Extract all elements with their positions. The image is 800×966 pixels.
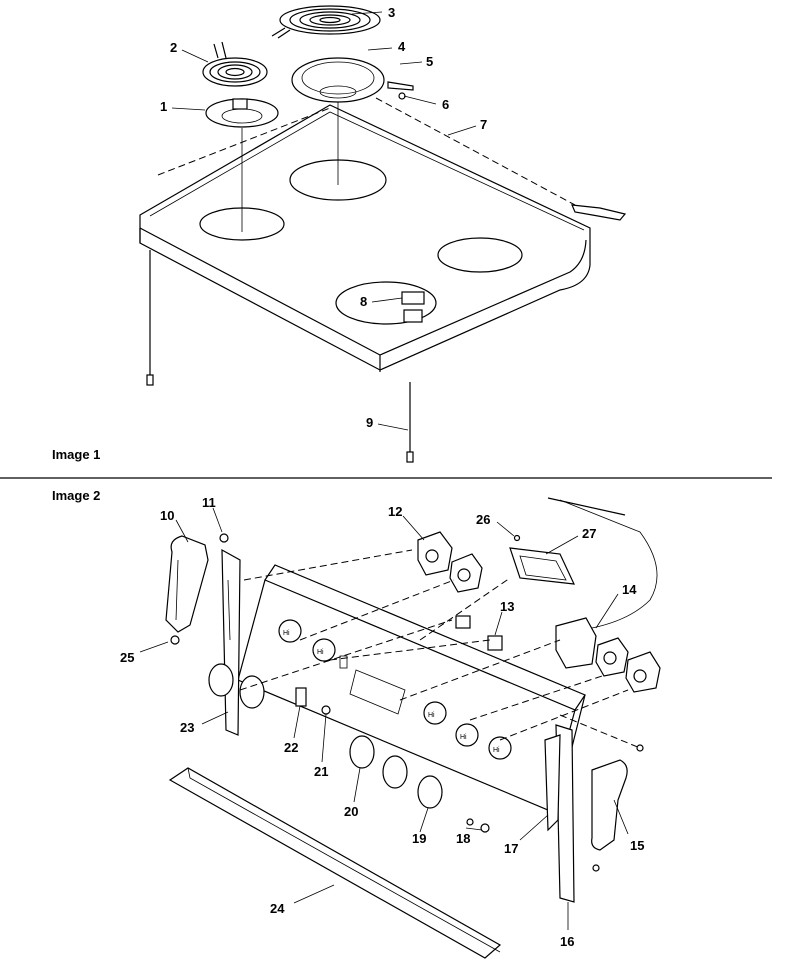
part-label-3: 3 (388, 5, 395, 20)
screw-icon (592, 864, 600, 872)
part-label-13: 13 (500, 599, 514, 614)
knob-text-4: Hi (460, 734, 467, 741)
indicator-light-icon (295, 687, 307, 707)
switch-small-icon (455, 615, 471, 629)
caption-image-1: Image 1 (52, 447, 100, 462)
part-label-14: 14 (622, 582, 637, 597)
trim-right (544, 734, 561, 832)
part-label-12: 12 (388, 504, 402, 519)
part-label-8: 8 (360, 294, 367, 309)
drip-bowl-large-icon (291, 57, 385, 103)
control-knob-icon (208, 663, 443, 809)
part-label-11: 11 (202, 495, 216, 510)
thermostat-icon (555, 617, 597, 669)
clock-timer-icon (509, 547, 575, 585)
part-label-21: 21 (314, 764, 328, 779)
part-label-9: 9 (366, 415, 373, 430)
control-panel-assembly: Hi Hi Hi Hi Hi (165, 497, 661, 959)
screw-icon (170, 635, 180, 645)
part-label-7: 7 (480, 117, 487, 132)
front-trim (168, 767, 502, 959)
screw-icon (513, 534, 521, 542)
bracket-icon (571, 204, 627, 221)
part-label-17: 17 (504, 841, 518, 856)
screw-icon (480, 823, 490, 833)
screw-icon (219, 533, 229, 543)
infinite-switch-icon (417, 531, 661, 693)
pin-icon (321, 705, 331, 715)
receptacle-icon (401, 291, 425, 305)
side-bracket-right (555, 724, 575, 903)
leader-lines-image1 (171, 11, 477, 431)
knob-text-1: Hi (283, 630, 290, 637)
part-label-6: 6 (442, 97, 449, 112)
caption-image-2: Image 2 (52, 488, 100, 503)
part-label-25: 25 (120, 650, 134, 665)
panel-knob-graphics (278, 619, 512, 760)
side-bracket-left (221, 548, 241, 736)
part-label-16: 16 (560, 934, 574, 949)
end-cap-right (591, 759, 628, 851)
screw-icon (636, 744, 644, 752)
part-label-20: 20 (344, 804, 358, 819)
cooktop-assembly (139, 5, 627, 463)
knob-text-3: Hi (428, 712, 435, 719)
knob-text-2: Hi (317, 649, 324, 656)
end-cap-left (165, 535, 209, 633)
part-label-27: 27 (582, 526, 596, 541)
part-label-10: 10 (160, 508, 174, 523)
part-label-18: 18 (456, 831, 470, 846)
part-label-5: 5 (426, 54, 433, 69)
part-label-1: 1 (160, 99, 167, 114)
coil-element-small-icon (202, 41, 268, 87)
part-label-2: 2 (170, 40, 177, 55)
part-label-26: 26 (476, 512, 490, 527)
part-label-23: 23 (180, 720, 194, 735)
display-window (349, 669, 406, 715)
coil-element-large-icon (271, 5, 381, 39)
knob-text-5: Hi (493, 747, 500, 754)
part-label-24: 24 (270, 901, 285, 916)
part-label-19: 19 (412, 831, 426, 846)
part-label-15: 15 (630, 838, 644, 853)
screw-icon (466, 818, 474, 826)
part-label-4: 4 (398, 39, 406, 54)
leader-lines-image2 (139, 507, 629, 930)
burner-opening-right-rear (437, 237, 523, 273)
part-label-22: 22 (284, 740, 298, 755)
rocker-switch-icon (487, 635, 503, 651)
hinge-icon (387, 81, 414, 91)
